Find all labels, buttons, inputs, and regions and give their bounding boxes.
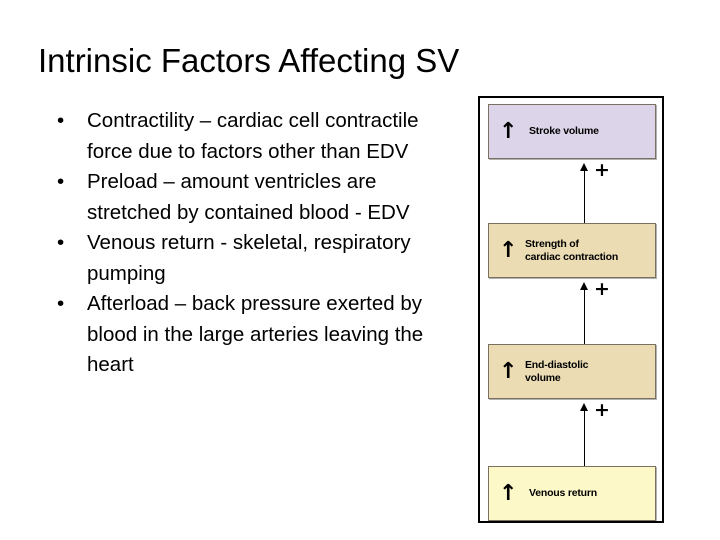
up-arrow-icon: ↑	[499, 358, 518, 384]
up-arrow-icon: ↑	[499, 118, 518, 144]
bullet-marker: •	[57, 292, 65, 315]
plus-sign: +	[594, 399, 610, 421]
arrowhead-icon	[580, 403, 588, 411]
bullet-list: • Contractility – cardiac cell contracti…	[44, 106, 444, 381]
up-arrow-icon: ↑	[499, 237, 518, 263]
bullet-marker: •	[57, 231, 65, 254]
list-item: • Afterload – back pressure exerted by b…	[44, 289, 444, 381]
list-item-text: Venous return - skeletal, respiratory pu…	[87, 231, 411, 285]
connector-stem	[584, 288, 585, 344]
connector-stem	[584, 409, 585, 466]
list-item-text: Contractility – cardiac cell contractile…	[87, 109, 419, 163]
connector-arrow-1: +	[480, 159, 666, 223]
flow-box-label: Stroke volume	[529, 125, 599, 138]
connector-stem	[584, 169, 585, 223]
connector-arrow-3: +	[480, 399, 666, 466]
flow-box-label: Venous return	[529, 487, 597, 500]
bullet-marker: •	[57, 109, 65, 132]
plus-sign: +	[594, 159, 610, 181]
list-item: • Venous return - skeletal, respiratory …	[44, 228, 444, 289]
flow-box-venous-return: ↑ Venous return	[488, 466, 656, 521]
arrowhead-icon	[580, 282, 588, 290]
list-item: • Preload – amount ventricles are stretc…	[44, 167, 444, 228]
list-item-text: Preload – amount ventricles are stretche…	[87, 170, 410, 224]
plus-sign: +	[594, 278, 610, 300]
connector-arrow-2: +	[480, 278, 666, 344]
arrowhead-icon	[580, 163, 588, 171]
list-item-text: Afterload – back pressure exerted by blo…	[87, 292, 424, 376]
list-item: • Contractility – cardiac cell contracti…	[44, 106, 444, 167]
up-arrow-icon: ↑	[499, 480, 518, 506]
page-title: Intrinsic Factors Affecting SV	[38, 42, 460, 79]
flow-box-stroke-volume: ↑ Stroke volume	[488, 104, 656, 159]
bullet-marker: •	[57, 170, 65, 193]
